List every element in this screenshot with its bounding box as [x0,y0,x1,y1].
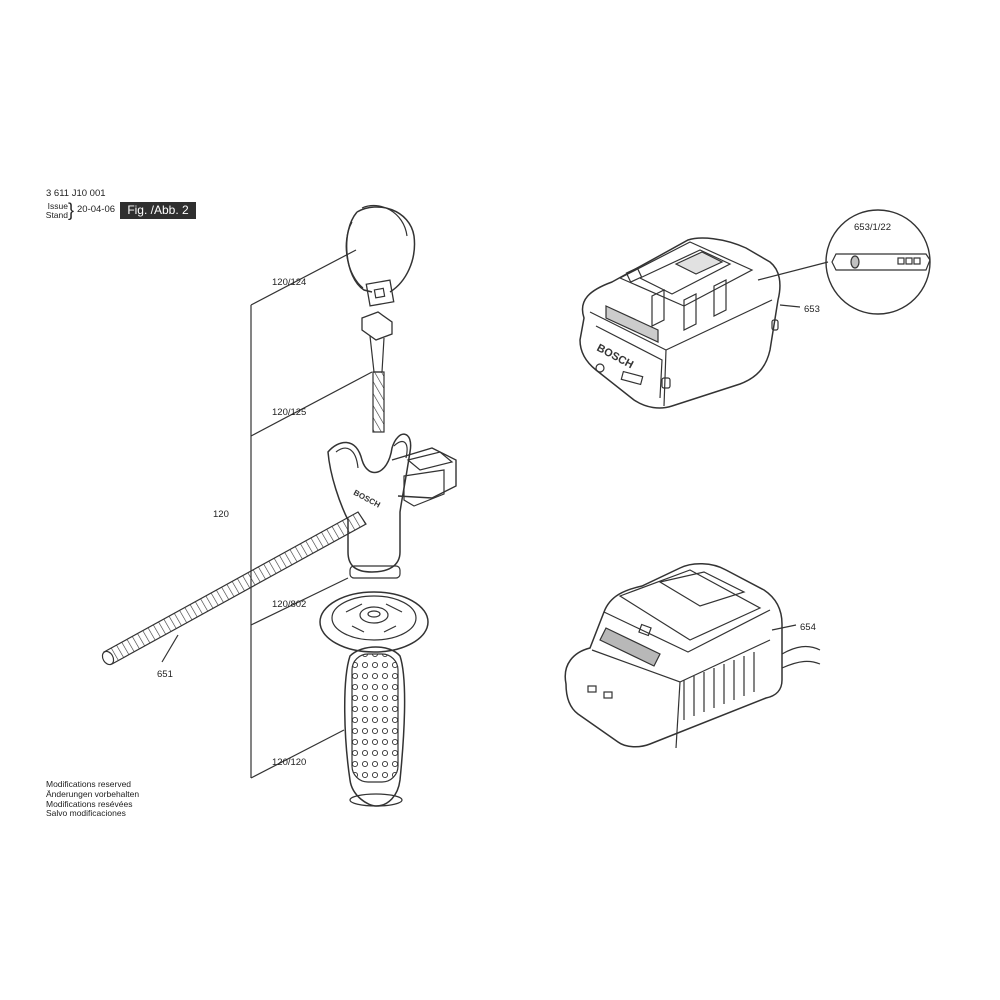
battery-pack-part: BOSCH [579,237,781,409]
stand-label: Stand [45,210,68,220]
part-label-653: 653 [804,304,820,315]
note-line: Modifications resévées [46,798,133,809]
part-label-120-125: 120/125 [272,407,306,418]
threaded-bolt-part [361,311,393,433]
part-label-120-124: 120/124 [272,277,306,288]
depth-stop-rod-part [101,511,367,666]
part-label-120: 120 [213,509,229,520]
brace-glyph: } [68,200,75,220]
issue-label: Issue [47,201,68,211]
part-label-120-120: 120/120 [272,757,306,768]
handle-holder-part: BOSCH [327,433,457,579]
note-line: Änderungen vorbehalten [46,788,140,799]
clamp-band-part [345,204,416,307]
part-label-653-1-22: 653/1/22 [854,222,891,233]
leader-653 [779,304,801,308]
note-line: Salvo modificaciones [46,808,126,819]
holder-brand-text: BOSCH [352,488,382,510]
issue-date: 20-04-06 [77,204,116,215]
modifications-notice: Modifications reserved Änderungen vorbeh… [46,779,140,819]
leader-651 [161,634,179,663]
assembly-bracket [250,249,373,779]
leader-654 [771,624,797,631]
auxiliary-handle-part [319,591,429,807]
part-label-120-802: 120/802 [272,599,306,610]
leader-callout [757,261,829,281]
document-number: 3 611 J10 001 [46,188,106,199]
charger-part [564,563,821,749]
magnified-label-callout [825,209,931,315]
part-label-654: 654 [800,622,816,633]
part-label-651: 651 [157,669,173,680]
note-line: Modifications reserved [46,779,132,789]
battery-brand-text: BOSCH [595,342,636,371]
figure-label: Fig. /Abb. 2 [120,202,196,219]
